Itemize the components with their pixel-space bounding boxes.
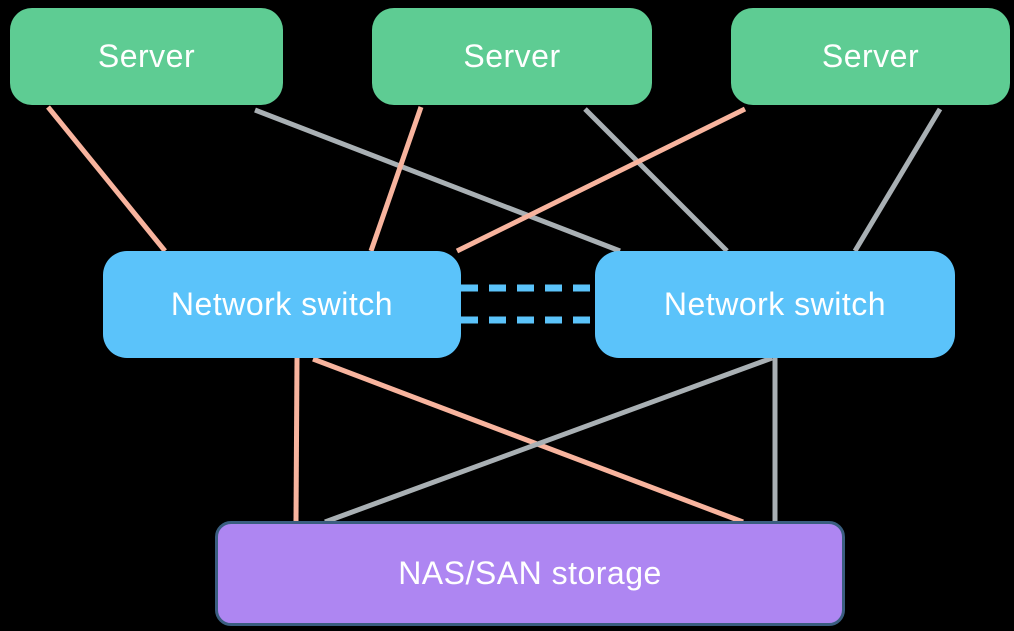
link-switch_2-to-storage [324, 355, 773, 525]
network-switch-node-1: Network switch [103, 251, 461, 358]
link-switch_1-to-storage [312, 356, 744, 525]
link-server_1-to-switch_1 [46, 105, 167, 253]
server-node-1: Server [10, 8, 283, 105]
link-server_1-to-switch_2 [254, 107, 621, 254]
server-node-3: Server [731, 8, 1010, 105]
nas-san-storage-node: NAS/SAN storage [215, 521, 845, 626]
link-switch_1-to-storage [293, 357, 300, 522]
server-node-2: Server [372, 8, 652, 105]
link-server_2-to-switch_2 [583, 107, 729, 253]
switch-1-label: Network switch [170, 286, 394, 322]
link-server_3-to-switch_1 [455, 106, 747, 254]
storage-label: NAS/SAN storage [398, 555, 662, 591]
server-1-label: Server [97, 38, 196, 74]
link-server_2-to-switch_1 [368, 106, 424, 252]
server-2-label: Server [463, 38, 561, 74]
link-server_3-to-switch_2 [852, 107, 943, 253]
server-3-label: Server [821, 38, 920, 74]
switch-2-label: Network switch [663, 286, 887, 322]
network-switch-node-2: Network switch [595, 251, 955, 358]
